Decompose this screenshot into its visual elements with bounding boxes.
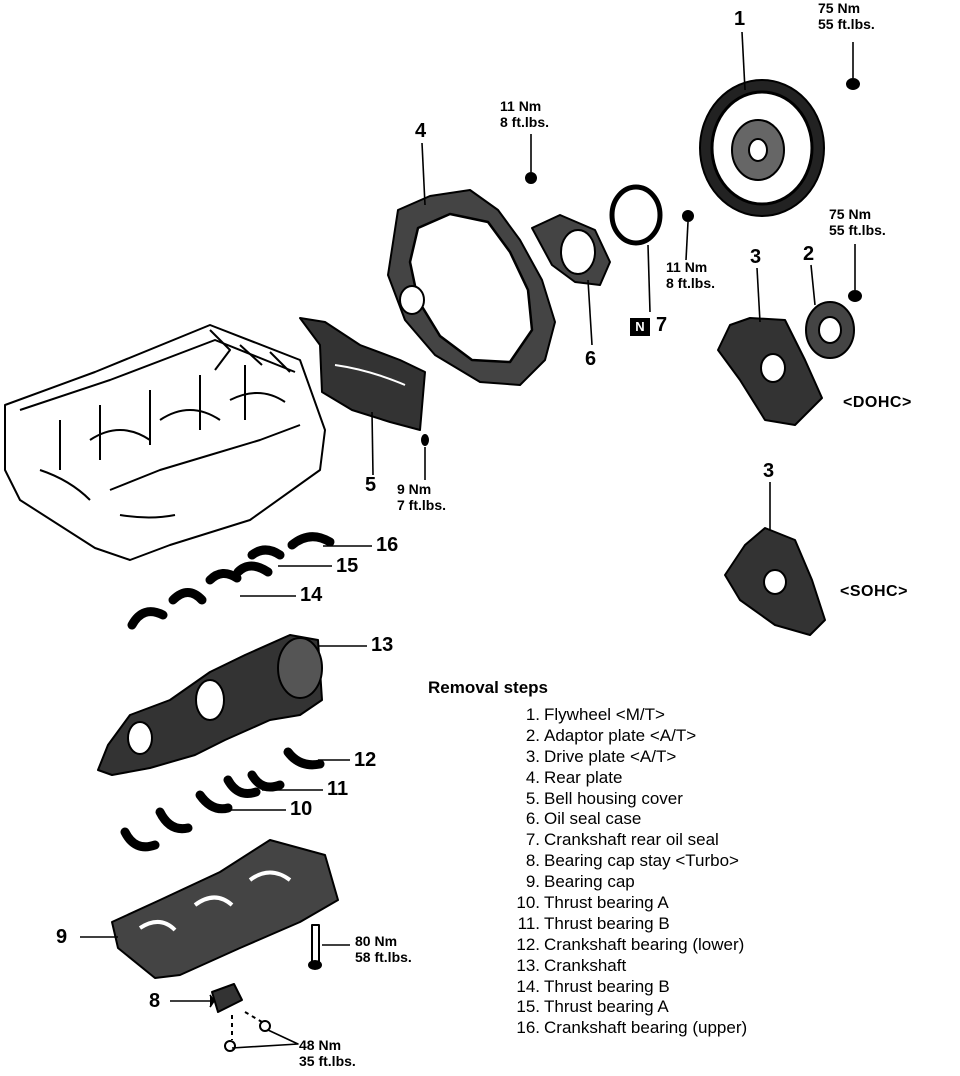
oil-seal-case-illustration [531,214,611,286]
callout-9: 9 [56,926,68,948]
rear-oil-seal-illustration [609,184,663,246]
torque-metric: 11 Nm [500,98,542,114]
bell-housing-cover-illustration [299,317,426,431]
drive-plate-sohc-illustration [724,527,826,636]
callout-13: 13 [371,634,394,656]
lower-bearings-illustration [120,747,325,852]
bearing-cap-bolt-illustration [308,924,322,970]
list-item: 14.Thrust bearing B [516,976,670,996]
variant-dohc-label: <DOHC> [843,394,912,411]
callout-8: 8 [149,990,161,1012]
torque-metric: 75 Nm [829,206,872,222]
list-item: 6.Oil seal case [525,809,642,829]
list-item: 8.Bearing cap stay <Turbo> [525,851,739,871]
list-item: 9.Bearing cap [525,872,635,892]
list-item: 11.Thrust bearing B [517,913,670,933]
callout-4: 4 [415,120,427,142]
upper-bearings-illustration [127,532,335,630]
callout-15: 15 [336,555,359,577]
new-part-badge: N [630,318,650,336]
flywheel-illustration [699,79,825,217]
torque-rear-plate-bolt: 11 Nm 8 ft.lbs. [500,98,549,130]
torque-imperial: 55 ft.lbs. [818,16,875,32]
variant-sohc-label: <SOHC> [840,583,908,600]
list-item: 7.Crankshaft rear oil seal [525,830,719,850]
torque-bearing-cap-bolt: 80 Nm 58 ft.lbs. [355,933,412,965]
list-item: 10.Thrust bearing A [516,893,669,913]
crankshaft-illustration [97,634,323,776]
torque-metric: 75 Nm [818,0,861,16]
torque-bell-housing-bolt: 9 Nm 7 ft.lbs. [397,481,446,513]
leader-lines [80,31,856,1049]
callout-3-sohc: 3 [763,460,775,482]
torque-metric: 11 Nm [666,259,708,275]
callout-11: 11 [327,778,349,800]
torque-imperial: 35 ft.lbs. [299,1053,356,1069]
list-item: 12.Crankshaft bearing (lower) [516,934,745,954]
list-item: 16.Crankshaft bearing (upper) [516,1018,748,1038]
list-item: 15.Thrust bearing A [516,997,669,1017]
torque-imperial: 55 ft.lbs. [829,222,886,238]
callout-7: 7 [656,314,668,336]
callout-10: 10 [290,798,313,820]
list-item: 4.Rear plate [525,767,623,787]
torque-metric: 9 Nm [397,481,432,497]
removal-steps-title: Removal steps [428,678,548,697]
torque-adaptor-bolt: 75 Nm 55 ft.lbs. [829,206,886,238]
adaptor-plate-illustration [805,301,855,359]
list-item: 1.Flywheel <M/T> [525,705,665,724]
drive-plate-dohc-illustration [717,317,823,426]
torque-cap-stay-bolt: 48 Nm 35 ft.lbs. [299,1037,356,1069]
callout-3-dohc: 3 [750,246,762,268]
torque-metric: 80 Nm [355,933,398,949]
callout-16: 16 [376,534,399,556]
callout-5: 5 [365,474,377,496]
torque-imperial: 8 ft.lbs. [666,275,716,291]
torque-imperial: 8 ft.lbs. [500,114,550,130]
list-item: 13.Crankshaft [516,955,627,975]
list-item: 5.Bell housing cover [525,788,683,808]
callout-2: 2 [803,243,815,265]
rear-plate-illustration [387,189,556,386]
bearing-cap-illustration [111,839,339,979]
callout-1: 1 [734,8,746,30]
torque-flywheel-bolt: 75 Nm 55 ft.lbs. [818,0,875,32]
torque-metric: 48 Nm [299,1037,342,1053]
torque-imperial: 7 ft.lbs. [397,497,447,513]
torque-imperial: 58 ft.lbs. [355,949,412,965]
callout-12: 12 [354,749,377,771]
callout-14: 14 [300,584,323,606]
torque-seal-case-bolt: 11 Nm 8 ft.lbs. [666,259,715,291]
list-item: 2.Adaptor plate <A/T> [525,725,697,745]
engine-block-illustration [4,324,326,561]
bolts-illustration [421,78,862,446]
removal-steps-list: 1.Flywheel <M/T> 2.Adaptor plate <A/T> 3… [500,705,747,1039]
list-item: 3.Drive plate <A/T> [525,746,677,766]
bearing-cap-stay-illustration [211,983,271,1052]
callout-6: 6 [585,348,597,370]
